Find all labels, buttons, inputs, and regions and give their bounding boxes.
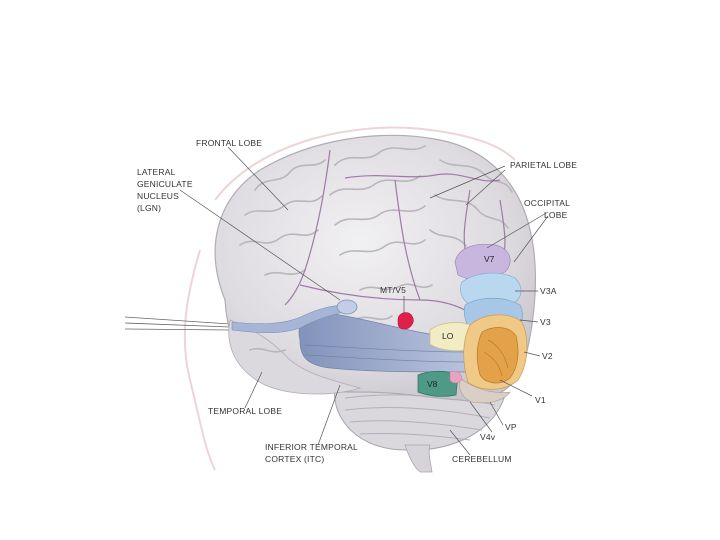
label-lo: LO [442,331,454,341]
head-outline [183,126,516,471]
label-frontal-lobe: FRONTAL LOBE [196,138,262,148]
area-vp [459,377,511,404]
label-mt-v5: MT/V5 [380,285,406,295]
label-lgn-line4: (LGN) [137,203,161,213]
area-v4-patch [449,371,463,384]
label-itc-line2: CORTEX (ITC) [265,454,324,464]
gyri [239,145,513,353]
area-v8 [417,370,459,397]
leader-lines [179,146,549,456]
label-vp: VP [505,422,517,432]
label-lgn-line2: GENICULATE [137,179,193,189]
label-v4v: V4v [480,432,496,442]
area-mt-v5 [397,312,414,330]
label-occipital-line2: LOBE [544,210,568,220]
lgn [336,299,358,315]
label-temporal-lobe: TEMPORAL LOBE [208,406,282,416]
label-lgn-line1: LATERAL [137,167,176,177]
label-v3a: V3A [540,286,557,296]
label-parietal-lobe: PARIETAL LOBE [510,160,577,170]
label-v7: V7 [484,254,495,264]
temporal-lobe-region [228,319,362,395]
optic-nerve [124,316,231,331]
occipital-visual-areas [417,243,528,404]
label-v1: V1 [535,395,546,405]
area-v1 [476,327,519,384]
label-itc-line1: INFERIOR TEMPORAL [265,442,358,452]
label-v2: V2 [542,351,553,361]
area-v3a [460,272,522,306]
label-cerebellum: CEREBELLUM [452,454,512,464]
label-lgn-line3: NUCLEUS [137,191,179,201]
label-occipital-line1: OCCIPITAL [524,198,570,208]
label-v3: V3 [540,317,551,327]
label-v8: V8 [427,379,438,389]
